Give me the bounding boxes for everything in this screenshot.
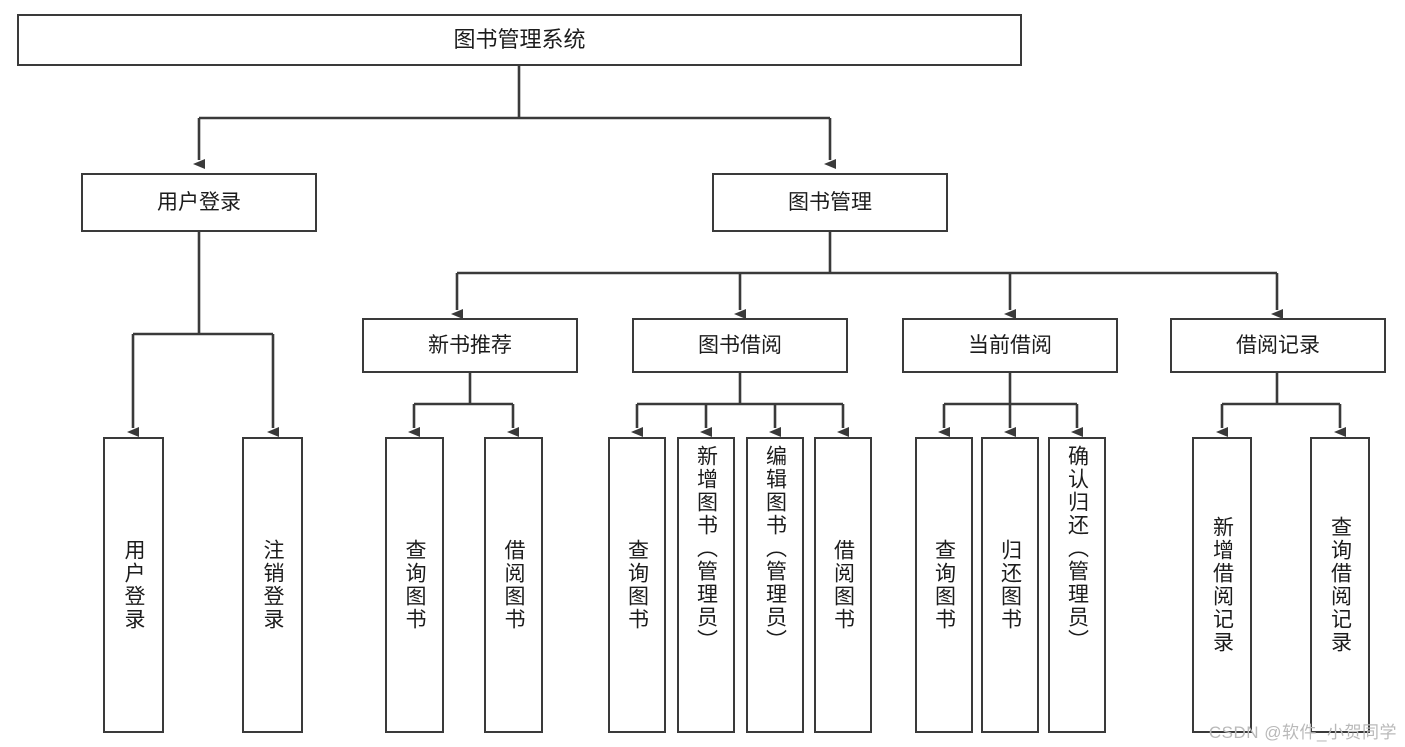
node-leaf-borrow-book-1[interactable]: 借阅图书 [484, 437, 543, 733]
node-leaf-edit-book-label: 编辑图书（管理员） [763, 445, 787, 652]
node-root[interactable]: 图书管理系统 [17, 14, 1022, 66]
node-leaf-confirm-return[interactable]: 确认归还（管理员） [1048, 437, 1106, 733]
node-borrow-record-label: 借阅记录 [1236, 333, 1320, 357]
node-leaf-user-login[interactable]: 用户登录 [103, 437, 164, 733]
node-book-borrow[interactable]: 图书借阅 [632, 318, 848, 373]
node-leaf-logout-login-label: 注销登录 [261, 539, 284, 631]
node-leaf-query-record-label: 查询借阅记录 [1328, 516, 1352, 654]
node-leaf-borrow-book-1-label: 借阅图书 [502, 539, 525, 631]
node-leaf-edit-book[interactable]: 编辑图书（管理员） [746, 437, 804, 733]
watermark-text: CSDN @软件_小贺同学 [1208, 723, 1397, 742]
node-leaf-add-record-label: 新增借阅记录 [1210, 516, 1234, 654]
node-leaf-borrow-book-2[interactable]: 借阅图书 [814, 437, 872, 733]
node-user-login-label: 用户登录 [157, 190, 241, 214]
node-leaf-borrow-book-2-label: 借阅图书 [831, 539, 855, 631]
node-leaf-logout-login[interactable]: 注销登录 [242, 437, 303, 733]
node-book-borrow-label: 图书借阅 [698, 333, 782, 357]
node-new-book-recommend[interactable]: 新书推荐 [362, 318, 578, 373]
node-borrow-record[interactable]: 借阅记录 [1170, 318, 1386, 373]
node-user-login[interactable]: 用户登录 [81, 173, 317, 232]
node-book-manage[interactable]: 图书管理 [712, 173, 948, 232]
node-leaf-return-book-label: 归还图书 [998, 539, 1022, 631]
node-leaf-return-book[interactable]: 归还图书 [981, 437, 1039, 733]
node-current-borrow-label: 当前借阅 [968, 333, 1052, 357]
node-leaf-query-book-2[interactable]: 查询图书 [608, 437, 666, 733]
node-leaf-confirm-return-label: 确认归还（管理员） [1065, 445, 1089, 652]
node-leaf-query-book-2-label: 查询图书 [625, 539, 649, 631]
node-leaf-add-record[interactable]: 新增借阅记录 [1192, 437, 1252, 733]
node-book-manage-label: 图书管理 [788, 190, 872, 214]
node-leaf-query-book-3[interactable]: 查询图书 [915, 437, 973, 733]
node-leaf-add-book[interactable]: 新增图书（管理员） [677, 437, 735, 733]
node-leaf-query-book-3-label: 查询图书 [932, 539, 956, 631]
node-leaf-add-book-label: 新增图书（管理员） [694, 445, 718, 652]
node-leaf-query-book-1[interactable]: 查询图书 [385, 437, 444, 733]
node-leaf-user-login-label: 用户登录 [122, 539, 145, 631]
node-leaf-query-record[interactable]: 查询借阅记录 [1310, 437, 1370, 733]
node-leaf-query-book-1-label: 查询图书 [403, 539, 426, 631]
node-new-book-recommend-label: 新书推荐 [428, 333, 512, 357]
node-root-label: 图书管理系统 [453, 26, 586, 52]
node-current-borrow[interactable]: 当前借阅 [902, 318, 1118, 373]
